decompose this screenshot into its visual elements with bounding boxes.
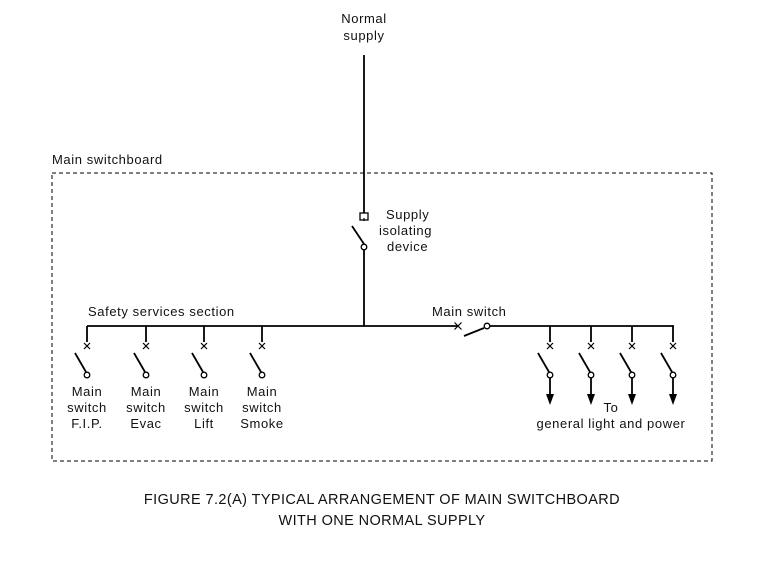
safety-switch-label: switch (126, 400, 166, 415)
safety-switch-label: Lift (194, 416, 214, 431)
supply-isolating-line-2: isolating (379, 223, 432, 238)
switch-blade (133, 352, 146, 373)
switch-contact (200, 371, 208, 379)
switch-blade (74, 352, 87, 373)
safety-switch-label: switch (242, 400, 282, 415)
general-outgoing-3 (660, 326, 677, 405)
switch-contact (669, 371, 677, 379)
main-switch-blade (463, 327, 485, 337)
general-outgoing-1 (578, 326, 595, 405)
switch-contact (258, 371, 266, 379)
safety-switch-label: Main (72, 384, 103, 399)
switch-contact (546, 371, 554, 379)
figure-caption-line-1: FIGURE 7.2(A) TYPICAL ARRANGEMENT OF MAI… (144, 492, 620, 508)
outgoing-arrow (587, 394, 595, 405)
normal-supply-line-2: supply (343, 28, 384, 43)
switch-contact (628, 371, 636, 379)
switch-blade (578, 352, 591, 373)
safety-switch-label: Evac (130, 416, 161, 431)
safety-switch-label: Main (189, 384, 220, 399)
safety-services-label: Safety services section (88, 304, 235, 319)
outgoing-arrow (669, 394, 677, 405)
switch-contact (587, 371, 595, 379)
main-switch-label: Main switch (432, 304, 507, 319)
supply-isolating-device (351, 212, 369, 326)
main-switch (454, 322, 491, 337)
main-switchboard-enclosure (51, 172, 713, 462)
switch-blade (249, 352, 262, 373)
safety-switch-label: Main (247, 384, 278, 399)
switch-blade (619, 352, 632, 373)
main-switchboard-label: Main switchboard (52, 152, 163, 167)
switch-contact (83, 371, 91, 379)
isolator-bottom-contact (360, 243, 368, 251)
general-outgoing-0 (537, 326, 554, 405)
to-general-line-1: To (604, 400, 619, 415)
safety-switch-label: Smoke (240, 416, 283, 431)
general-outgoing-group (537, 326, 677, 405)
outgoing-arrow (628, 394, 636, 405)
safety-switch-label: switch (67, 400, 107, 415)
general-outgoing-2 (619, 326, 636, 405)
supply-isolating-line-1: Supply (386, 207, 429, 222)
switch-blade (191, 352, 204, 373)
switch-blade (537, 352, 550, 373)
supply-isolating-line-3: device (387, 239, 428, 254)
to-general-line-2: general light and power (537, 416, 686, 431)
outgoing-arrow (546, 394, 554, 405)
normal-supply-line-1: Normal (341, 11, 387, 26)
switch-contact (142, 371, 150, 379)
safety-switch-label: switch (184, 400, 224, 415)
normal-supply-label: Normal supply (341, 11, 387, 43)
safety-switch-label: F.I.P. (71, 416, 103, 431)
switch-blade (660, 352, 673, 373)
isolator-blade (351, 225, 365, 245)
safety-switch-group: MainswitchF.I.P.MainswitchEvacMainswitch… (67, 326, 283, 431)
figure-caption-line-2: WITH ONE NORMAL SUPPLY (279, 513, 486, 529)
safety-switch-label: Main (131, 384, 162, 399)
